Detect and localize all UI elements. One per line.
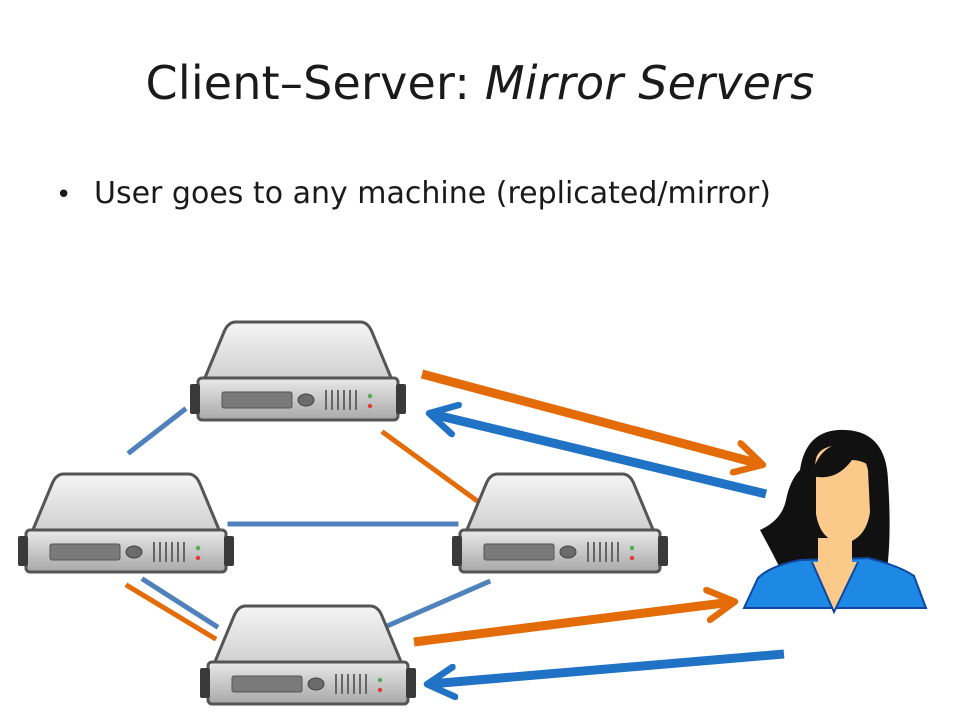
title-main-text: Client–Server:: [145, 56, 485, 110]
response-arrow-bottom: [430, 649, 785, 684]
server-top-icon: [188, 320, 408, 422]
bullet-text: User goes to any machine (replicated/mir…: [94, 176, 771, 211]
sync-link-top-left: [126, 406, 188, 456]
user-avatar-icon: [742, 429, 928, 615]
bullet-item: • User goes to any machine (replicated/m…: [56, 176, 771, 211]
sync-link-top-right: [380, 429, 484, 507]
user-traffic-arrows: [413, 369, 785, 684]
response-arrow-top: [432, 414, 768, 499]
title-emphasis-text: Mirror Servers: [484, 56, 815, 110]
request-arrow-bottom: [413, 602, 732, 647]
request-arrow-top: [420, 369, 760, 464]
server-bottom-icon: [198, 604, 418, 706]
server-left-icon: [16, 472, 236, 574]
sync-link-left-bottom-blue: [140, 576, 220, 630]
sync-link-bottom-right: [374, 578, 492, 634]
bullet-list: • User goes to any machine (replicated/m…: [56, 176, 771, 211]
server-right-icon: [450, 472, 670, 574]
sync-link-left-bottom-orange: [124, 582, 218, 642]
bullet-dot-icon: •: [56, 180, 72, 210]
slide-title: Client–Server: Mirror Servers: [0, 56, 960, 110]
server-sync-links: [124, 406, 492, 642]
